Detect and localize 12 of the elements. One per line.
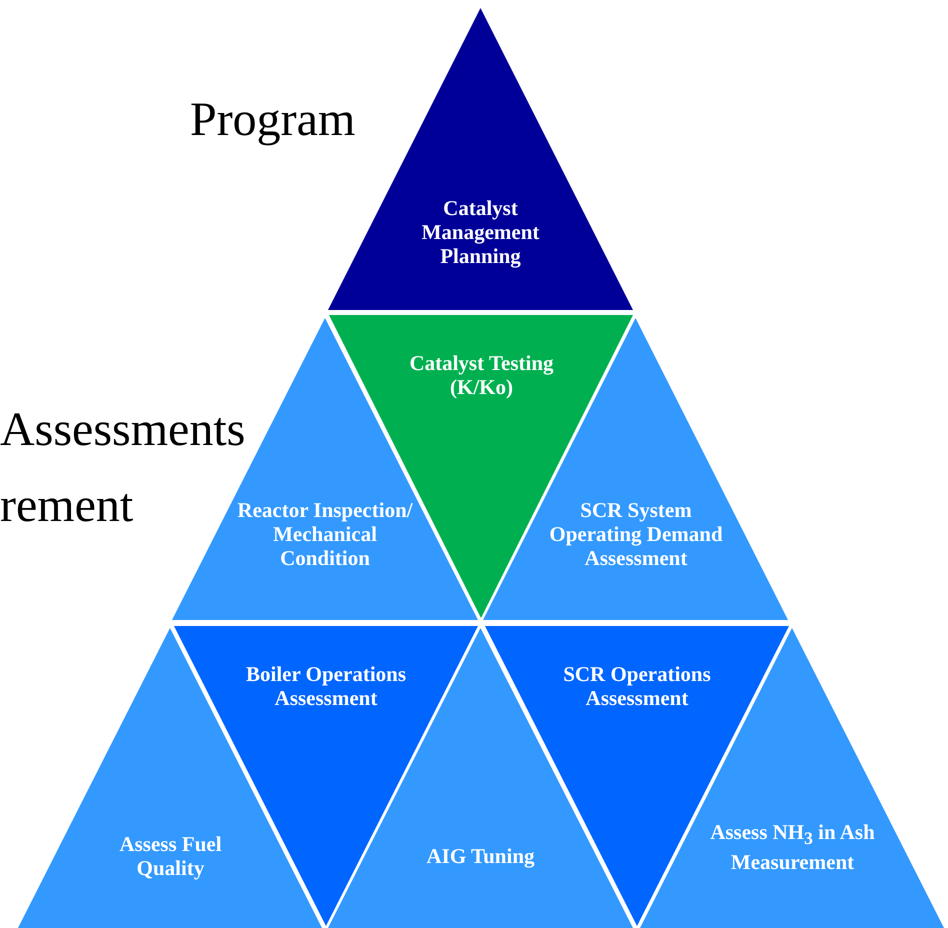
segment-label: SCR System Operating Demand Assessment — [548, 498, 724, 570]
segment-label: SCR Operations Assessment — [562, 662, 712, 710]
heading-text: Program — [190, 92, 356, 147]
segment-label: Assess NH$_{3}$ in Ash Measurement — [709, 820, 876, 874]
segment-label: Reactor Inspection/ Mechanical Condition — [236, 498, 414, 570]
segment-label: Assess Fuel Quality — [118, 832, 223, 880]
segment-label: Catalyst Management Planning — [420, 196, 540, 268]
segment-label: AIG Tuning — [426, 844, 536, 868]
heading-text: Assessments — [0, 402, 246, 457]
segment-label: Catalyst Testing (K/Ko) — [408, 351, 555, 399]
segment-label: Boiler Operations Assessment — [244, 662, 408, 710]
heading-text: rement — [0, 478, 134, 533]
